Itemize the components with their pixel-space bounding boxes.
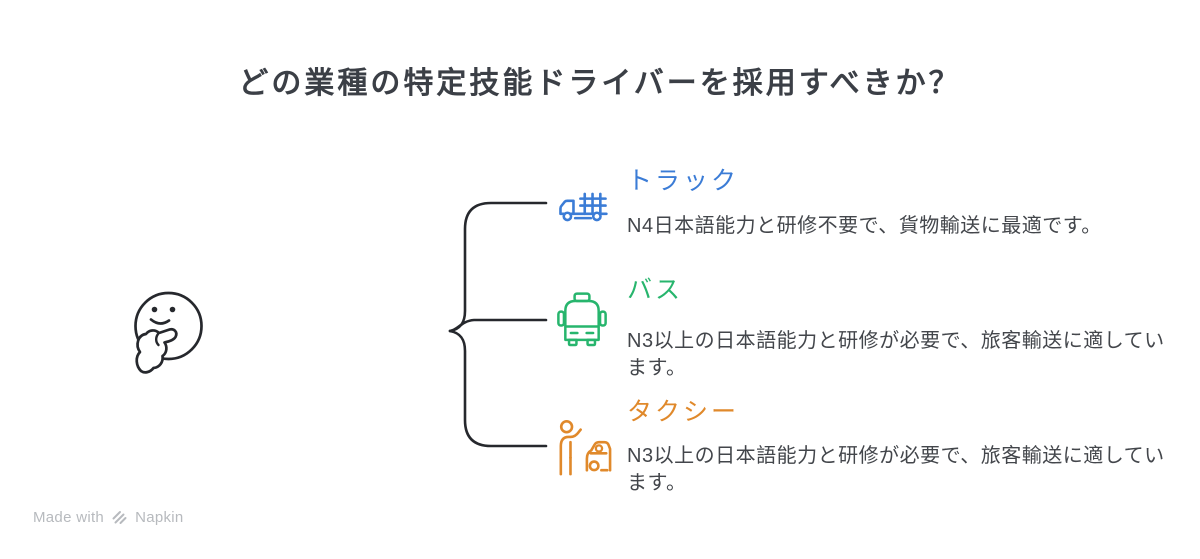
branch-bus-icon-wrap: [557, 292, 607, 348]
truck-icon: [559, 192, 608, 222]
taxi-icon: [559, 420, 612, 476]
watermark-brand: Napkin: [135, 509, 184, 526]
branch-truck-label: トラック: [627, 167, 740, 195]
branch-truck-icon-wrap: [557, 188, 609, 224]
watermark-made-with: Made with: [33, 509, 105, 526]
branch-taxi-label: タクシー: [627, 398, 740, 426]
branch-taxi-icon-wrap: [556, 419, 612, 477]
watermark: Made with Napkin: [33, 509, 184, 526]
branch-bus-description: N3以上の日本語能力と研修が必要で、旅客輸送に適してい ます。: [627, 330, 1165, 379]
thinking-face-icon: [134, 291, 203, 374]
branch-truck-description: N4日本語能力と研修不要で、貨物輸送に最適です。: [627, 215, 1102, 237]
branch-bus-label: バス: [627, 276, 684, 304]
branch-taxi-description: N3以上の日本語能力と研修が必要で、旅客輸送に適してい ます。: [627, 445, 1165, 494]
bus-icon: [557, 292, 607, 347]
page-title: どの業種の特定技能ドライバーを採用すべきか？: [238, 67, 962, 100]
napkin-logo-icon: [112, 511, 127, 524]
root-node: [132, 289, 206, 383]
